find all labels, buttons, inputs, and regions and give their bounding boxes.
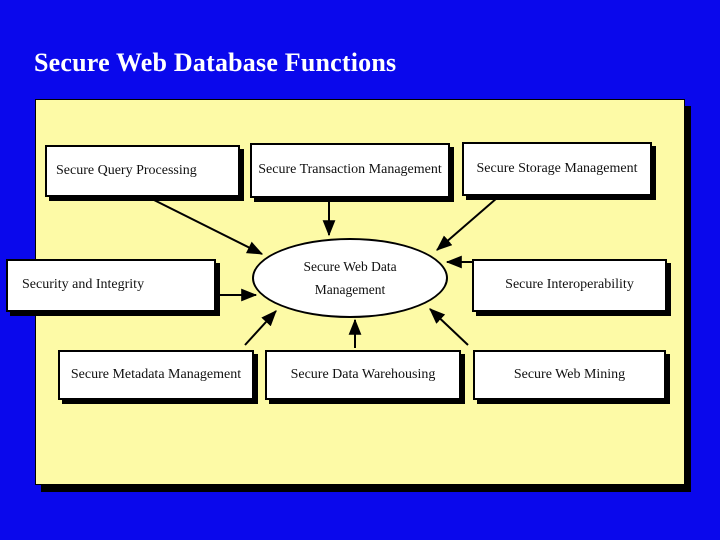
node-secure-data-warehousing[interactable]: Secure Data Warehousing — [265, 350, 461, 400]
node-secure-interoperability[interactable]: Secure Interoperability — [472, 259, 667, 312]
hub-secure-web-data-management[interactable]: Secure Web Data Management — [252, 238, 448, 318]
node-security-and-integrity[interactable]: Security and Integrity — [6, 259, 216, 312]
node-label: Security and Integrity — [22, 277, 145, 293]
page-title: Secure Web Database Functions — [34, 48, 397, 77]
hub-label-line2: Management — [314, 281, 386, 297]
node-label: Secure Metadata Management — [70, 366, 242, 382]
node-label: Secure Query Processing — [56, 162, 197, 178]
hub-label-line1: Secure Web Data — [303, 259, 397, 274]
node-secure-metadata-management[interactable]: Secure Metadata Management — [58, 350, 254, 400]
node-secure-storage-management[interactable]: Secure Storage Management — [462, 142, 652, 196]
node-label: Secure Transaction Management — [258, 162, 442, 178]
node-label: Secure Web Mining — [513, 366, 626, 382]
node-secure-web-mining[interactable]: Secure Web Mining — [473, 350, 666, 400]
node-label: Secure Data Warehousing — [290, 366, 436, 382]
node-label: Secure Interoperability — [505, 277, 634, 293]
node-secure-query-processing[interactable]: Secure Query Processing — [45, 145, 240, 197]
node-secure-transaction-management[interactable]: Secure Transaction Management — [250, 143, 450, 198]
node-label: Secure Storage Management — [476, 160, 638, 176]
